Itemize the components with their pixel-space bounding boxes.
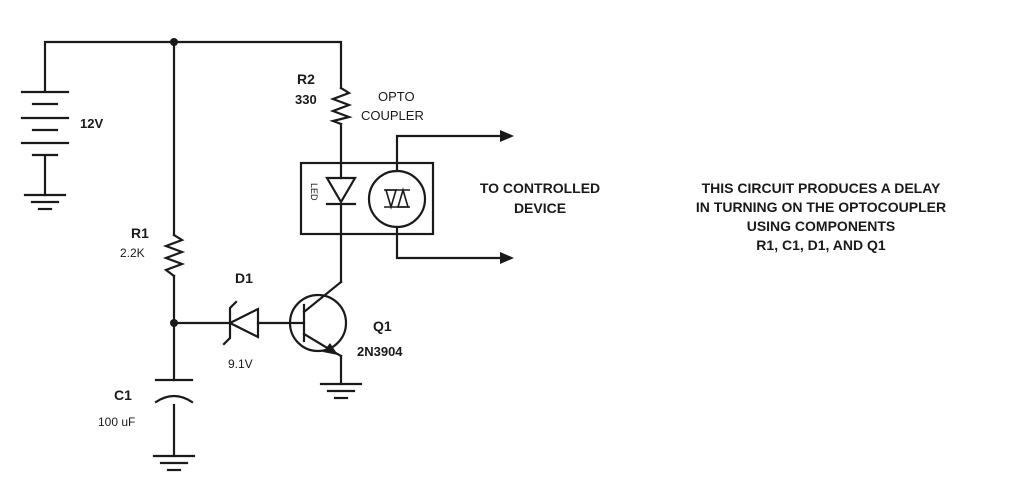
- q1-name-label: Q1: [373, 318, 392, 334]
- ground-symbol-q1: [319, 382, 363, 400]
- r1-name-label: R1: [131, 225, 149, 241]
- output-label-line2: DEVICE: [514, 200, 566, 216]
- ground-symbol-c1: [152, 454, 196, 472]
- description-line-4: R1, C1, D1, AND Q1: [756, 237, 886, 253]
- battery-voltage-label: 12V: [80, 116, 103, 131]
- output-label-line1: TO CONTROLLED: [480, 180, 600, 196]
- phototriac-symbol: [367, 169, 427, 229]
- q1-transistor-symbol: [288, 280, 348, 386]
- d1-name-label: D1: [235, 270, 253, 286]
- description-line-2: IN TURNING ON THE OPTOCOUPLER: [696, 199, 946, 215]
- ground-symbol-battery: [23, 193, 67, 211]
- c1-capacitor-symbol: [154, 378, 194, 404]
- junction-dot-top: [170, 38, 178, 46]
- r2-value-label: 330: [295, 92, 317, 107]
- r2-resistor-symbol: [329, 86, 353, 126]
- battery-symbol: [20, 90, 70, 157]
- d1-value-label: 9.1V: [228, 357, 253, 371]
- optocoupler-label-line1: OPTO: [378, 89, 415, 104]
- wires: [43, 40, 343, 458]
- d1-zener-diode-symbol: [222, 300, 260, 346]
- led-label: LED: [309, 183, 319, 201]
- output-lines: [395, 130, 514, 264]
- q1-part-label: 2N3904: [357, 344, 403, 359]
- r1-resistor-symbol: [162, 233, 186, 278]
- c1-value-label: 100 uF: [98, 415, 135, 429]
- led-symbol: [325, 176, 357, 206]
- c1-name-label: C1: [114, 387, 132, 403]
- description-line-3: USING COMPONENTS: [747, 218, 896, 234]
- r1-value-label: 2.2K: [120, 246, 145, 260]
- description-line-1: THIS CIRCUIT PRODUCES A DELAY: [702, 180, 941, 196]
- optocoupler-package: [299, 161, 435, 236]
- junction-dot-node: [170, 319, 178, 327]
- r2-name-label: R2: [297, 71, 315, 87]
- optocoupler-label-line2: COUPLER: [361, 108, 424, 123]
